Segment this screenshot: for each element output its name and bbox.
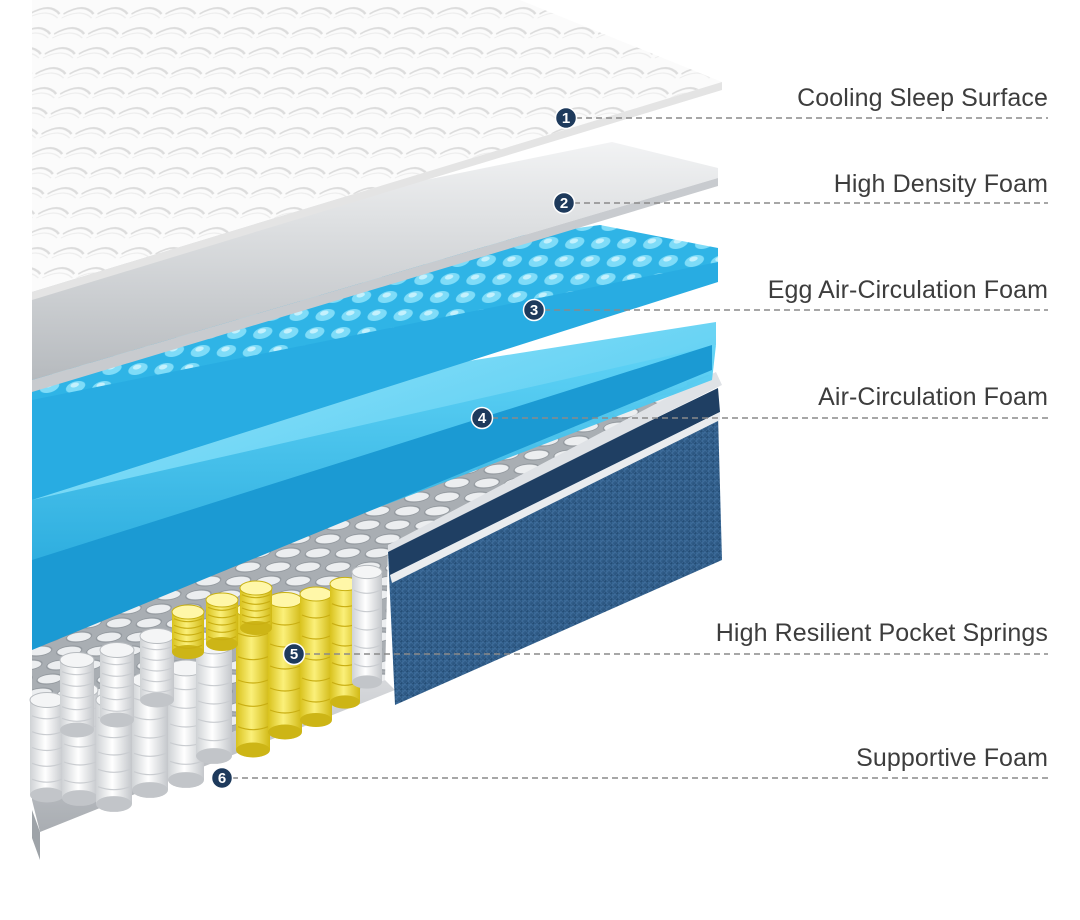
mattress-border-top-rim <box>385 372 722 552</box>
label-supportive-foam: Supportive Foam <box>856 744 1048 772</box>
cooling-sleep-surface-edge <box>32 82 722 300</box>
label-cooling-sleep-surface: Cooling Sleep Surface <box>797 84 1048 112</box>
spring-yellow-16 <box>239 580 273 636</box>
label-air-circulation-foam: Air-Circulation Foam <box>818 383 1048 411</box>
cooling-sleep-surface-top <box>32 0 722 292</box>
air-circulation-foam-front <box>32 345 712 650</box>
pocket-springs-front <box>29 564 383 812</box>
spring-yellow-15 <box>205 592 239 652</box>
spring-white-8 <box>139 628 175 708</box>
badge-number-5: 5 <box>290 646 298 663</box>
high-density-foam-top <box>32 142 718 380</box>
spring-yellow-10 <box>267 592 303 740</box>
number-badge-3: 3 <box>522 298 546 322</box>
spring-white-0 <box>29 692 65 803</box>
mattress-border-panel <box>388 415 722 705</box>
high-density-foam-edge <box>32 178 718 392</box>
badge-number-3: 3 <box>530 302 538 319</box>
badge-number-1: 1 <box>562 110 570 127</box>
label-egg-air-circulation-foam: Egg Air-Circulation Foam <box>767 276 1048 304</box>
badge-number-2: 2 <box>560 195 568 212</box>
spring-white-7 <box>99 642 135 728</box>
spring-yellow-11 <box>299 586 333 728</box>
supportive-foam-edge <box>32 810 40 860</box>
badge-number-4: 4 <box>478 410 487 427</box>
label-high-density-foam: High Density Foam <box>833 170 1048 198</box>
number-badge-1: 1 <box>554 106 578 130</box>
badge-number-6: 6 <box>218 770 226 787</box>
label-high-resilient-pocket-springs: High Resilient Pocket Springs <box>715 619 1048 647</box>
number-badge-6: 6 <box>210 766 234 790</box>
spring-white-6 <box>59 652 95 738</box>
spring-yellow-14 <box>171 604 205 660</box>
mattress-border-top-band <box>388 388 720 575</box>
spring-white-13 <box>351 564 383 689</box>
egg-crate-foam-front <box>32 262 718 500</box>
mattress-border-white-piping <box>390 412 720 583</box>
number-badge-4: 4 <box>470 406 494 430</box>
callout-markers: 1 2 3 4 5 6 <box>210 106 1048 790</box>
spring-white-5 <box>195 637 233 764</box>
number-badge-5: 5 <box>282 642 306 666</box>
number-badge-2: 2 <box>552 191 576 215</box>
